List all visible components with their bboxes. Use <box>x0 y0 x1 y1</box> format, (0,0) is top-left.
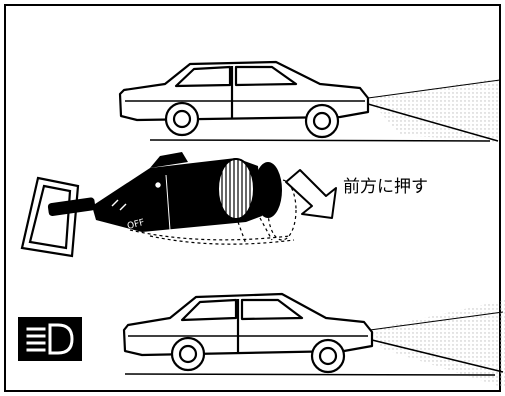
push-forward-label: 前方に押す <box>343 177 428 197</box>
road-line-top <box>149 139 491 142</box>
headlight-lever: OFF <box>92 152 282 232</box>
column-bracket <box>20 176 80 258</box>
stalk-rod <box>47 197 96 216</box>
motion-outline <box>129 179 297 245</box>
high-beam-indicator <box>18 317 82 361</box>
car-bottom <box>122 292 374 374</box>
high-beam-icon <box>26 323 74 355</box>
car-top <box>118 60 370 139</box>
svg-text:OFF: OFF <box>126 218 145 232</box>
road-line-bottom <box>124 373 496 376</box>
push-forward-arrow-icon <box>285 169 337 219</box>
low-beam-cone <box>367 78 501 142</box>
high-beam-cone <box>369 300 505 388</box>
